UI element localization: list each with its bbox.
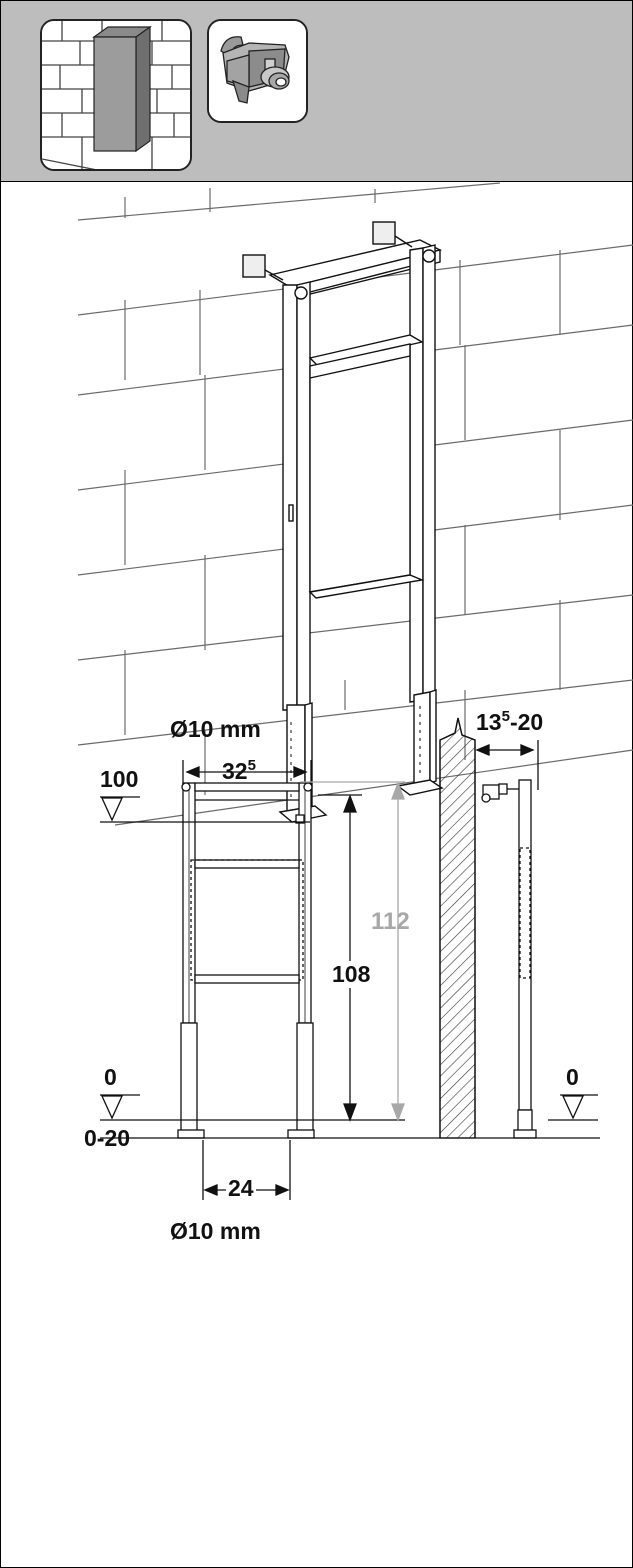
depth-label: 135-20 (476, 708, 544, 735)
side-elevation (439, 717, 537, 1139)
level-0-left-label: 0 (104, 1064, 117, 1090)
level-0-right-label: 0 (566, 1064, 579, 1090)
range-0-20-label: 0-20 (84, 1125, 131, 1151)
dimension-lines (100, 740, 600, 1200)
total-height-dimension (300, 781, 405, 1122)
installation-frame-perspective (242, 221, 444, 823)
wall-bracket-icon (207, 19, 308, 123)
total-height-label: 112 (371, 908, 410, 935)
diameter-top-label: Ø10 mm (170, 716, 261, 742)
width-top-label: 325 (222, 757, 256, 784)
level-100-label: 100 (100, 766, 139, 792)
height-108-label: 108 (330, 961, 373, 988)
header-bar (1, 1, 632, 182)
diameter-bottom-label: Ø10 mm (170, 1218, 261, 1244)
wall-block-icon (40, 19, 192, 171)
front-elevation (177, 782, 315, 1139)
foot-spacing-label: 24 (226, 1175, 256, 1202)
